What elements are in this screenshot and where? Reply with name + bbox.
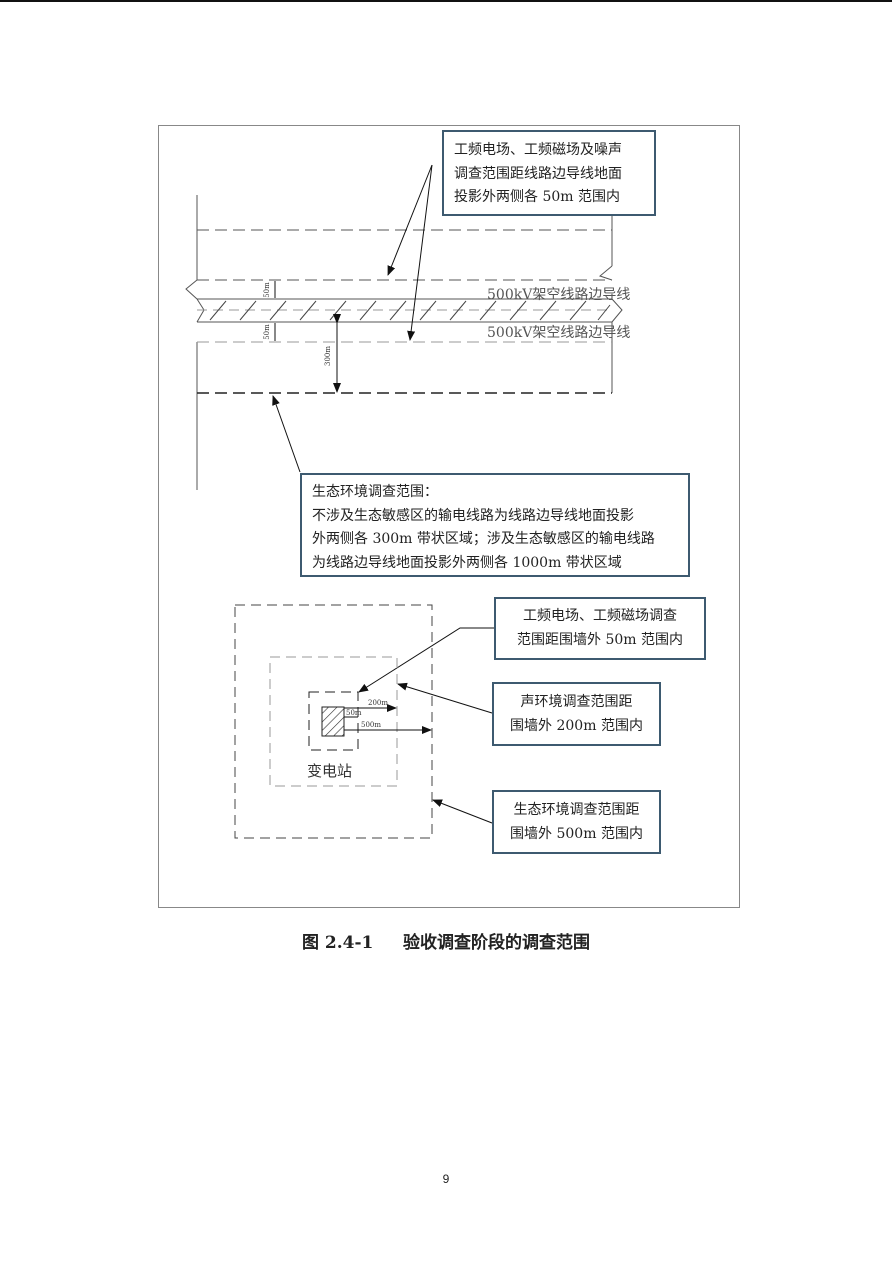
page-number: 9 bbox=[442, 1172, 450, 1186]
dim-50m-substation: 50m bbox=[346, 709, 362, 717]
substation-eco-range-box: 生态环境调查范围距 围墙外 500m 范围内 bbox=[492, 790, 661, 854]
dim-50m-lower: 50m bbox=[262, 324, 271, 340]
figure-caption: 图 2.4-1 验收调查阶段的调查范围 bbox=[302, 933, 590, 953]
box-text-line: 范围距围墙外 50m 范围内 bbox=[517, 631, 683, 648]
substation-dimension-arrows bbox=[344, 704, 432, 734]
substation-hatched-icon bbox=[321, 706, 345, 737]
eco-range-box: 生态环境调查范围： 不涉及生态敏感区的输电线路为线路边导线地面投影 外两侧各 3… bbox=[300, 473, 690, 577]
dim-500m: 500m bbox=[361, 721, 381, 729]
box-text-line: 工频电场、工频磁场调查 bbox=[523, 608, 677, 624]
dim-200m: 200m bbox=[368, 699, 388, 707]
box-text-line: 为线路边导线地面投影外两侧各 1000m 带状区域 bbox=[312, 554, 622, 571]
box-text-line: 生态环境调查范围： bbox=[312, 484, 438, 500]
conductor-label-lower: 500kV架空线路边导线 bbox=[487, 325, 631, 341]
callout-arrows bbox=[272, 164, 494, 824]
box-text-line: 生态环境调查范围距 bbox=[513, 802, 640, 818]
box-text-line: 调查范围距线路边导线地面 bbox=[454, 165, 622, 182]
box-text-line: 声环境调查范围距 bbox=[520, 694, 633, 710]
figure-frame bbox=[158, 125, 740, 908]
dimension-arrows bbox=[274, 281, 341, 393]
line-em-noise-range-box: 工频电场、工频磁场及噪声 调查范围距线路边导线地面 投影外两侧各 50m 范围内 bbox=[442, 130, 656, 216]
box-text-line: 围墙外 200m 范围内 bbox=[510, 717, 643, 734]
line-corridor bbox=[185, 195, 623, 490]
box-text-line: 工频电场、工频磁场及噪声 bbox=[454, 142, 622, 158]
substation-em-range-box: 工频电场、工频磁场调查 范围距围墙外 50m 范围内 bbox=[494, 597, 706, 660]
substation-ranges bbox=[234, 604, 433, 839]
box-text-line: 不涉及生态敏感区的输电线路为线路边导线地面投影 bbox=[312, 507, 634, 524]
substation-label: 变电站 bbox=[307, 762, 353, 780]
conductor-label-upper: 500kV架空线路边导线 bbox=[487, 287, 631, 303]
dim-50m-upper: 50m bbox=[262, 282, 271, 298]
box-text-line: 围墙外 500m 范围内 bbox=[510, 825, 643, 842]
box-text-line: 投影外两侧各 50m 范围内 bbox=[454, 189, 620, 205]
page-top-border bbox=[0, 0, 892, 2]
substation-noise-range-box: 声环境调查范围距 围墙外 200m 范围内 bbox=[492, 682, 661, 746]
dim-300m: 300m bbox=[324, 346, 332, 366]
conductor-hatching bbox=[209, 300, 611, 321]
box-text-line: 外两侧各 300m 带状区域；涉及生态敏感区的输电线路 bbox=[312, 531, 655, 547]
